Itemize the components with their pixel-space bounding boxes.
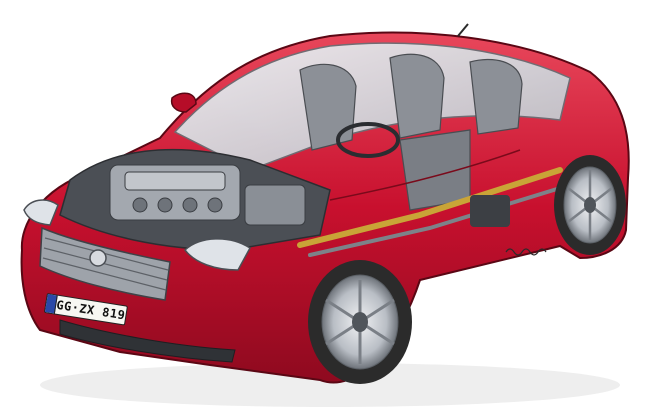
left-headlight: [23, 199, 59, 226]
steering-wheel: [336, 122, 400, 158]
side-mirror: [170, 92, 197, 113]
door-seam: [329, 149, 521, 201]
right-headlight: [183, 238, 251, 271]
brand-emblem-icon: [89, 249, 107, 267]
ground-shadow: [40, 363, 620, 407]
bumper-intake: [59, 319, 236, 363]
front-wheel: [308, 260, 412, 384]
drivetrain: [297, 167, 572, 257]
seats: [299, 53, 523, 211]
grille-bars: [42, 237, 169, 291]
rear-wheel: [554, 155, 626, 255]
engine-block: [109, 164, 306, 226]
roof-antenna: [457, 23, 469, 37]
artist-signature: [505, 248, 547, 256]
